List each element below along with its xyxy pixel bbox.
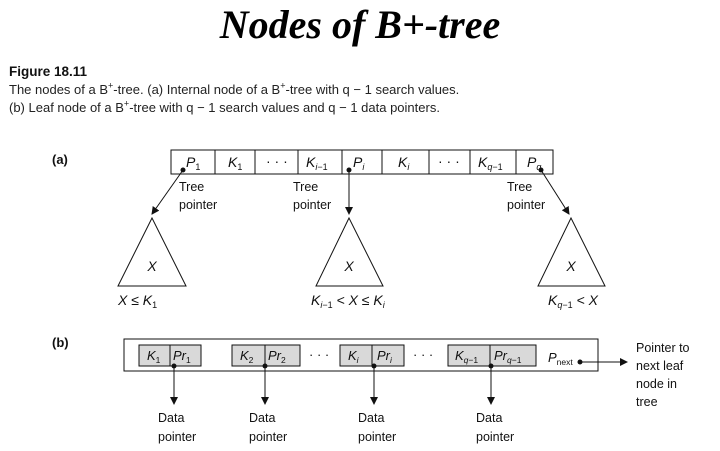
tree-pointer-label-line: pointer	[507, 198, 545, 212]
data-pointer-label-line: Data	[158, 411, 184, 425]
condition-1: X ≤ K1	[117, 292, 157, 310]
leaf-key-i: Ki	[348, 348, 360, 365]
leaf-ellipsis: · · ·	[413, 347, 433, 362]
tree-pointer-label-line: Tree	[293, 180, 318, 194]
cell-pi: Pi	[353, 154, 365, 172]
tree-pointer-label-line: pointer	[293, 198, 331, 212]
figure-label: Figure 18.11	[9, 64, 88, 79]
figure-caption-line-1: The nodes of a B+-tree. (a) Internal nod…	[9, 80, 460, 97]
subtree-symbol: X	[565, 258, 576, 274]
caption-sup: +	[108, 80, 114, 91]
caption-sup: +	[280, 80, 286, 91]
caption-text: The nodes of a B	[9, 82, 109, 97]
data-pointer-label-line: Data	[358, 411, 384, 425]
data-pointer-label: Data pointer	[249, 411, 287, 444]
leaf-next-pointer-symbol: P	[548, 350, 557, 365]
leaf-record-ptr-i: Pri	[377, 348, 393, 365]
leaf-next-pointer-sub: next	[557, 357, 574, 367]
leaf-ellipsis: · · ·	[309, 347, 329, 362]
data-pointer-label-line: pointer	[476, 430, 514, 444]
subtree-symbol: X	[146, 258, 157, 274]
leaf-next-pointer: Pnext	[548, 350, 573, 367]
subtree-1: X	[117, 216, 187, 287]
part-a-label: (a)	[52, 152, 68, 167]
data-pointer-label: Data pointer	[158, 411, 196, 444]
tree-pointer-label-line: Tree	[507, 180, 532, 194]
part-b-label: (b)	[52, 335, 69, 350]
leaf-node: K1 Pr1 K2 Pr2 · · · Ki Pri · · · Kq−1 Pr…	[123, 338, 599, 372]
condition-2: Ki−1 < X ≤ Ki	[311, 292, 386, 310]
next-leaf-label-line: Pointer to	[636, 341, 690, 355]
cell-ki: Ki	[398, 154, 410, 172]
condition-3: Kq−1 < X	[548, 292, 599, 310]
caption-text: -tree. (a) Internal node of a B	[113, 82, 281, 97]
subtree-3: X	[537, 216, 606, 287]
next-leaf-label: Pointer to next leaf node in tree	[636, 341, 690, 409]
tree-pointer-label-line: pointer	[179, 198, 217, 212]
tree-pointer-label: Tree pointer	[507, 180, 545, 212]
caption-sup: +	[123, 98, 130, 109]
next-leaf-label-line: next leaf	[636, 359, 684, 373]
cell-ellipsis: · · ·	[266, 153, 288, 169]
tree-pointer-label: Tree pointer	[293, 180, 331, 212]
caption-text: -tree with q − 1 search values and q − 1…	[129, 100, 440, 115]
page-title: Nodes of B+-tree	[219, 2, 501, 47]
tree-pointer-label-line: Tree	[179, 180, 204, 194]
internal-node: P1 K1 · · · Ki−1 Pi Ki · · · Kq−1 Pq	[170, 149, 554, 175]
next-leaf-label-line: node in	[636, 377, 677, 391]
data-pointer-label-line: pointer	[358, 430, 396, 444]
subtree-2: X	[315, 216, 384, 287]
caption-text: -tree with q − 1 search values.	[285, 82, 460, 97]
caption-text: (b) Leaf node of a B	[9, 100, 124, 115]
subtree-symbol: X	[343, 258, 354, 274]
figure-caption-line-2: (b) Leaf node of a B+-tree with q − 1 se…	[9, 98, 440, 115]
data-pointer-label-line: pointer	[249, 430, 287, 444]
tree-pointer-label: Tree pointer	[179, 180, 217, 212]
data-pointer-label: Data pointer	[358, 411, 396, 444]
data-pointer-label-line: Data	[476, 411, 502, 425]
cell-ellipsis: · · ·	[438, 153, 460, 169]
data-pointer-label-line: Data	[249, 411, 275, 425]
data-pointer-label: Data pointer	[476, 411, 514, 444]
next-leaf-label-line: tree	[636, 395, 658, 409]
data-pointer-label-line: pointer	[158, 430, 196, 444]
